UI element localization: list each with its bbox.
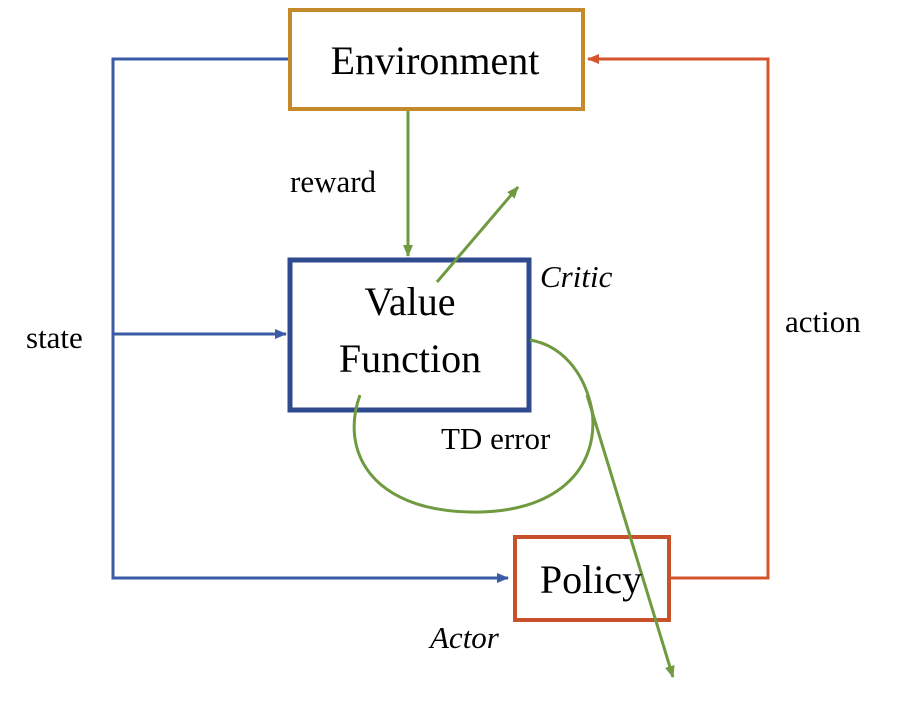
state-label: state bbox=[26, 320, 83, 355]
td-error-loop bbox=[352, 338, 595, 514]
environment-label: Environment bbox=[331, 38, 540, 83]
actor-label: Actor bbox=[428, 620, 500, 655]
value-function-label-line1: Value bbox=[364, 279, 455, 324]
action-label: action bbox=[785, 304, 861, 339]
state-edge-from-environment bbox=[111, 57, 509, 583]
environment-box bbox=[288, 8, 585, 111]
value-function-box bbox=[287, 257, 532, 413]
critic-label: Critic bbox=[540, 259, 613, 294]
td-error-label: TD error bbox=[441, 421, 551, 456]
actor-update-arrow bbox=[585, 394, 675, 678]
value-function-label-line2: Function bbox=[339, 336, 481, 381]
action-edge bbox=[587, 54, 770, 580]
reward-label: reward bbox=[290, 164, 377, 199]
critic-update-arrow bbox=[435, 186, 520, 283]
policy-label: Policy bbox=[540, 557, 642, 602]
